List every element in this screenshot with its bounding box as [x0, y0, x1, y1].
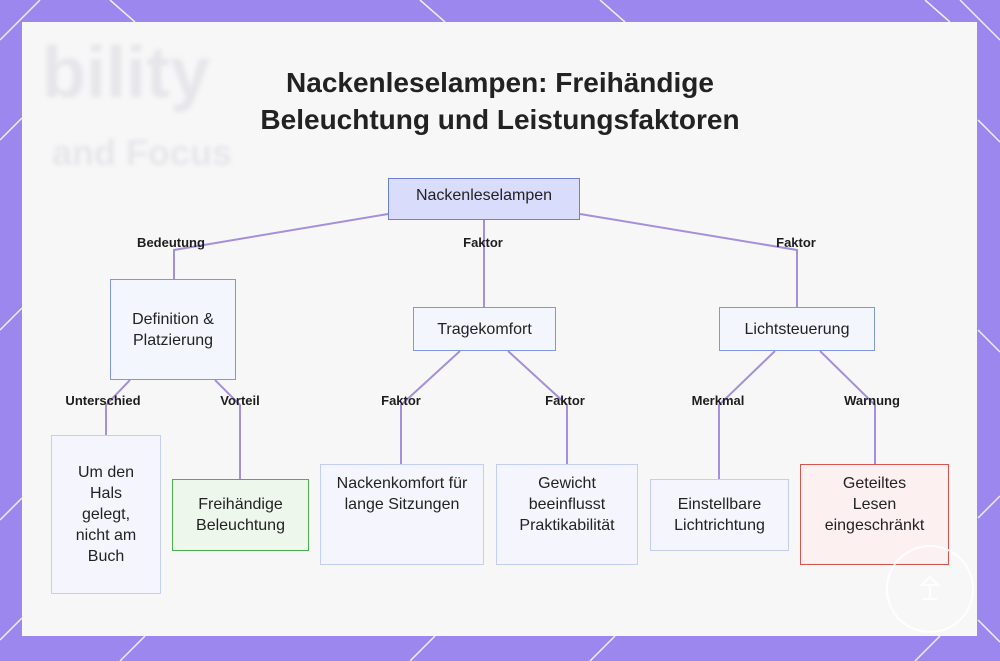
edge-definition-freihaendig: [214, 379, 241, 479]
edge-root-lichtsteuerung: [579, 213, 798, 307]
diagram-title: Nackenleselampen: Freihändige Beleuchtun…: [0, 64, 1000, 138]
edge-label-faktor-nackenkomfort: Faktor: [381, 393, 421, 408]
edge-label-merkmal: Merkmal: [691, 393, 745, 408]
edge-label-warnung: Warnung: [844, 393, 900, 408]
edge-tragekomfort-gewicht: [507, 350, 568, 464]
title-line-2: Beleuchtung und Leistungsfaktoren: [260, 104, 740, 135]
background-text-2: and Focus: [52, 132, 233, 173]
node-nackenleselampen: Nackenleselampen: [388, 178, 580, 220]
edge-label-faktor-gewicht: Faktor: [545, 393, 585, 408]
edge-root-definition: [173, 213, 389, 279]
node-freihaendige-beleuchtung: Freihändige Beleuchtung: [172, 479, 309, 551]
edge-label-bedeutung: Bedeutung: [137, 235, 205, 250]
node-nackenkomfort: Nackenkomfort für lange Sitzungen: [320, 464, 484, 565]
edge-lichtsteuerung-lichtrichtung: [718, 350, 776, 479]
edge-label-faktor-tragekomfort: Faktor: [463, 235, 503, 250]
badge-logo-icon: [886, 545, 974, 633]
title-line-1: Nackenleselampen: Freihändige: [286, 67, 714, 98]
edge-definition-um-den-hals: [105, 379, 131, 435]
node-um-den-hals: Um den Hals gelegt, nicht am Buch: [51, 435, 161, 594]
node-lichtsteuerung: Lichtsteuerung: [719, 307, 875, 351]
edge-tragekomfort-nackenkomfort: [400, 350, 461, 464]
edge-lichtsteuerung-geteiltes-lesen: [819, 350, 876, 464]
edge-label-unterschied: Unterschied: [65, 393, 141, 408]
background-text-1: bility: [42, 33, 211, 113]
node-tragekomfort: Tragekomfort: [413, 307, 556, 351]
node-gewicht: Gewicht beeinflusst Praktikabilität: [496, 464, 638, 565]
edge-label-faktor-lichtsteuerung: Faktor: [776, 235, 816, 250]
edge-label-vorteil: Vorteil: [220, 393, 260, 408]
node-definition-platzierung: Definition & Platzierung: [110, 279, 236, 380]
node-einstellbare-lichtrichtung: Einstellbare Lichtrichtung: [650, 479, 789, 551]
lamp-icon: [919, 575, 941, 600]
